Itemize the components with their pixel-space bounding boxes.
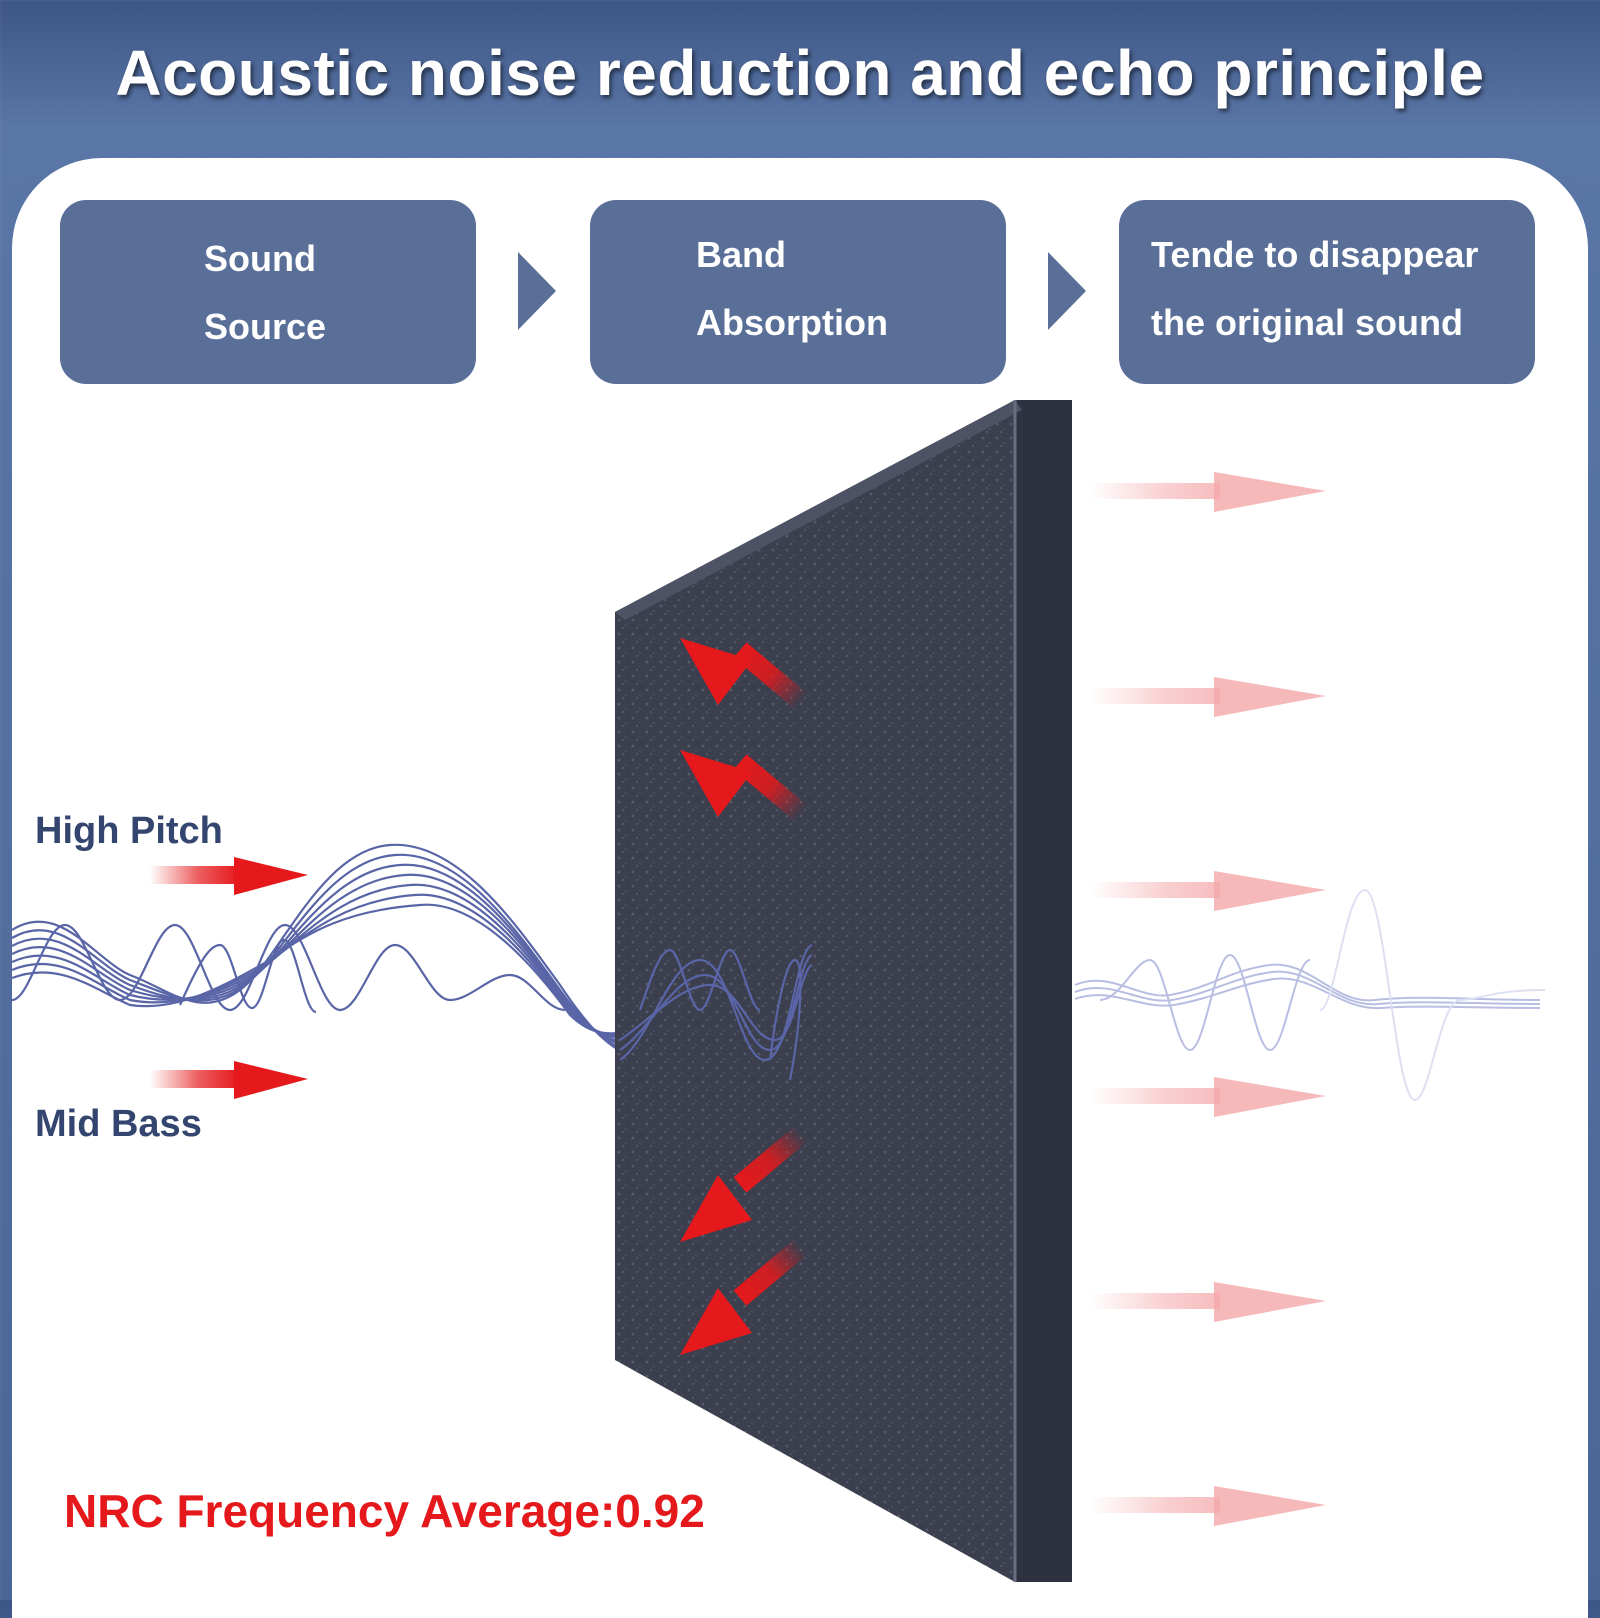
page-title: Acoustic noise reduction and echo princi… — [115, 37, 1485, 109]
faded-arrow-icon — [1090, 1282, 1326, 1322]
incoming-sound-wave — [11, 843, 641, 1062]
step-arrow-right-icon — [1048, 252, 1086, 330]
reflected-arrow-down-icon — [680, 1238, 808, 1355]
outgoing-faded-sound-wave — [1074, 953, 1541, 1052]
faded-arrow-icon — [1090, 871, 1326, 911]
step-disappear-sound: Tende to disappear the original sound — [1119, 200, 1535, 384]
step-band-absorption-line2: Absorption — [696, 302, 888, 343]
faded-arrow-icon — [1090, 677, 1326, 717]
step-disappear-sound-line2: the original sound — [1151, 302, 1463, 343]
step-sound-source: Sound Source — [60, 200, 476, 384]
acoustic-felt-panel — [615, 400, 1072, 1582]
incoming-arrow-high-icon — [150, 857, 308, 895]
step-sound-source-line1: Sound — [204, 238, 316, 279]
reflected-arrow-up-icon — [680, 750, 808, 822]
absorbed-sound-wave — [619, 943, 813, 1081]
reflected-arrow-down-icon — [680, 1125, 808, 1242]
faded-arrow-icon — [1090, 472, 1326, 512]
outgoing-faded-arrows — [1090, 472, 1326, 1526]
nrc-average-text: NRC Frequency Average:0.92 — [64, 1485, 705, 1537]
outgoing-faded-sound-wave-light — [1319, 888, 1546, 1102]
step-band-absorption: Band Absorption — [590, 200, 1006, 384]
mid-bass-label: Mid Bass — [35, 1103, 202, 1145]
faded-arrow-icon — [1090, 1486, 1326, 1526]
incoming-arrow-bass-icon — [150, 1061, 308, 1099]
faded-arrow-icon — [1090, 1077, 1326, 1117]
step-arrow-right-icon — [518, 252, 556, 330]
high-pitch-label: High Pitch — [35, 810, 223, 852]
reflected-arrow-up-icon — [680, 638, 808, 710]
step-sound-source-line2: Source — [204, 306, 327, 347]
step-band-absorption-line1: Band — [696, 234, 786, 275]
step-disappear-sound-line1: Tende to disappear — [1151, 234, 1479, 275]
